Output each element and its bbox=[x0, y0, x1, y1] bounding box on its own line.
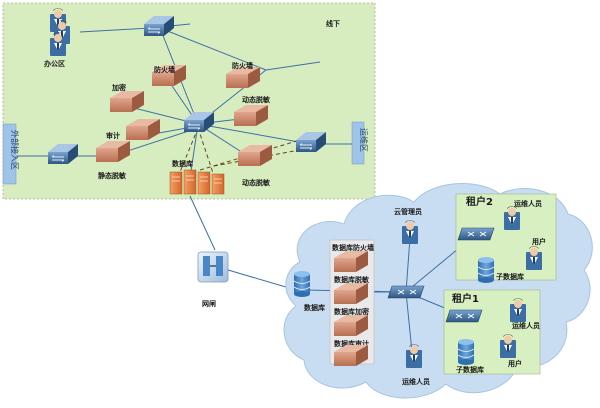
db-masking-label: 数据库脱敏 bbox=[334, 275, 370, 284]
cloud-ops-staff-label: 运维人员 bbox=[402, 377, 430, 386]
offline-title: 线下 bbox=[326, 19, 340, 28]
db-audit-label: 数据库审计 bbox=[334, 339, 369, 348]
external-zone-label: 外部接入区 bbox=[10, 130, 20, 170]
db-encryption-label: 数据库加密 bbox=[334, 307, 369, 316]
ops-zone-label: 运维区 bbox=[359, 128, 369, 152]
db-firewall-label: 数据库防火墙 bbox=[332, 243, 374, 252]
tenant2-router-icon bbox=[457, 227, 495, 241]
ops-zone-tab bbox=[351, 121, 365, 165]
dynamic-masking-2-label: 动态脱敏 bbox=[242, 178, 271, 187]
tenant1-title: 租户1 bbox=[452, 292, 479, 305]
cloud-database-icon bbox=[293, 270, 311, 298]
tenant2-subdb-label: 子数据库 bbox=[496, 272, 524, 281]
static-masking-label: 静态脱敏 bbox=[98, 171, 127, 180]
external-zone-tab bbox=[2, 123, 17, 185]
cloud-database-label: 数据库 bbox=[304, 303, 325, 312]
tenant1-ops-staff-label: 运维人员 bbox=[512, 321, 540, 330]
tenant1-user-label: 用户 bbox=[508, 359, 522, 368]
firewall-1-label: 防火墙 bbox=[154, 65, 175, 74]
offline-database-label: 数据库 bbox=[172, 159, 193, 168]
dynamic-masking-1-label: 动态脱敏 bbox=[242, 95, 271, 104]
audit-label: 审计 bbox=[106, 131, 120, 140]
database-servers-icon bbox=[169, 169, 225, 195]
tenant2-user-label: 用户 bbox=[532, 237, 546, 246]
tenant1-router-icon bbox=[445, 309, 483, 323]
cloud-admin-label: 云管理员 bbox=[394, 207, 422, 216]
tenant2-subdb-icon bbox=[477, 256, 495, 284]
encryption-label: 加密 bbox=[111, 83, 126, 92]
office-label: 办公区 bbox=[44, 59, 65, 68]
tenant2-title: 租户2 bbox=[466, 195, 493, 208]
gateway-icon bbox=[197, 251, 229, 283]
tenant2-ops-staff-label: 运维人员 bbox=[514, 199, 542, 208]
cloud-router-icon bbox=[387, 285, 425, 299]
firewall-2-label: 防火墙 bbox=[232, 61, 253, 70]
tenant1-subdb-label: 子数据库 bbox=[456, 365, 484, 374]
gateway-label: 网闸 bbox=[202, 299, 216, 308]
tenant1-subdb-icon bbox=[457, 338, 475, 366]
